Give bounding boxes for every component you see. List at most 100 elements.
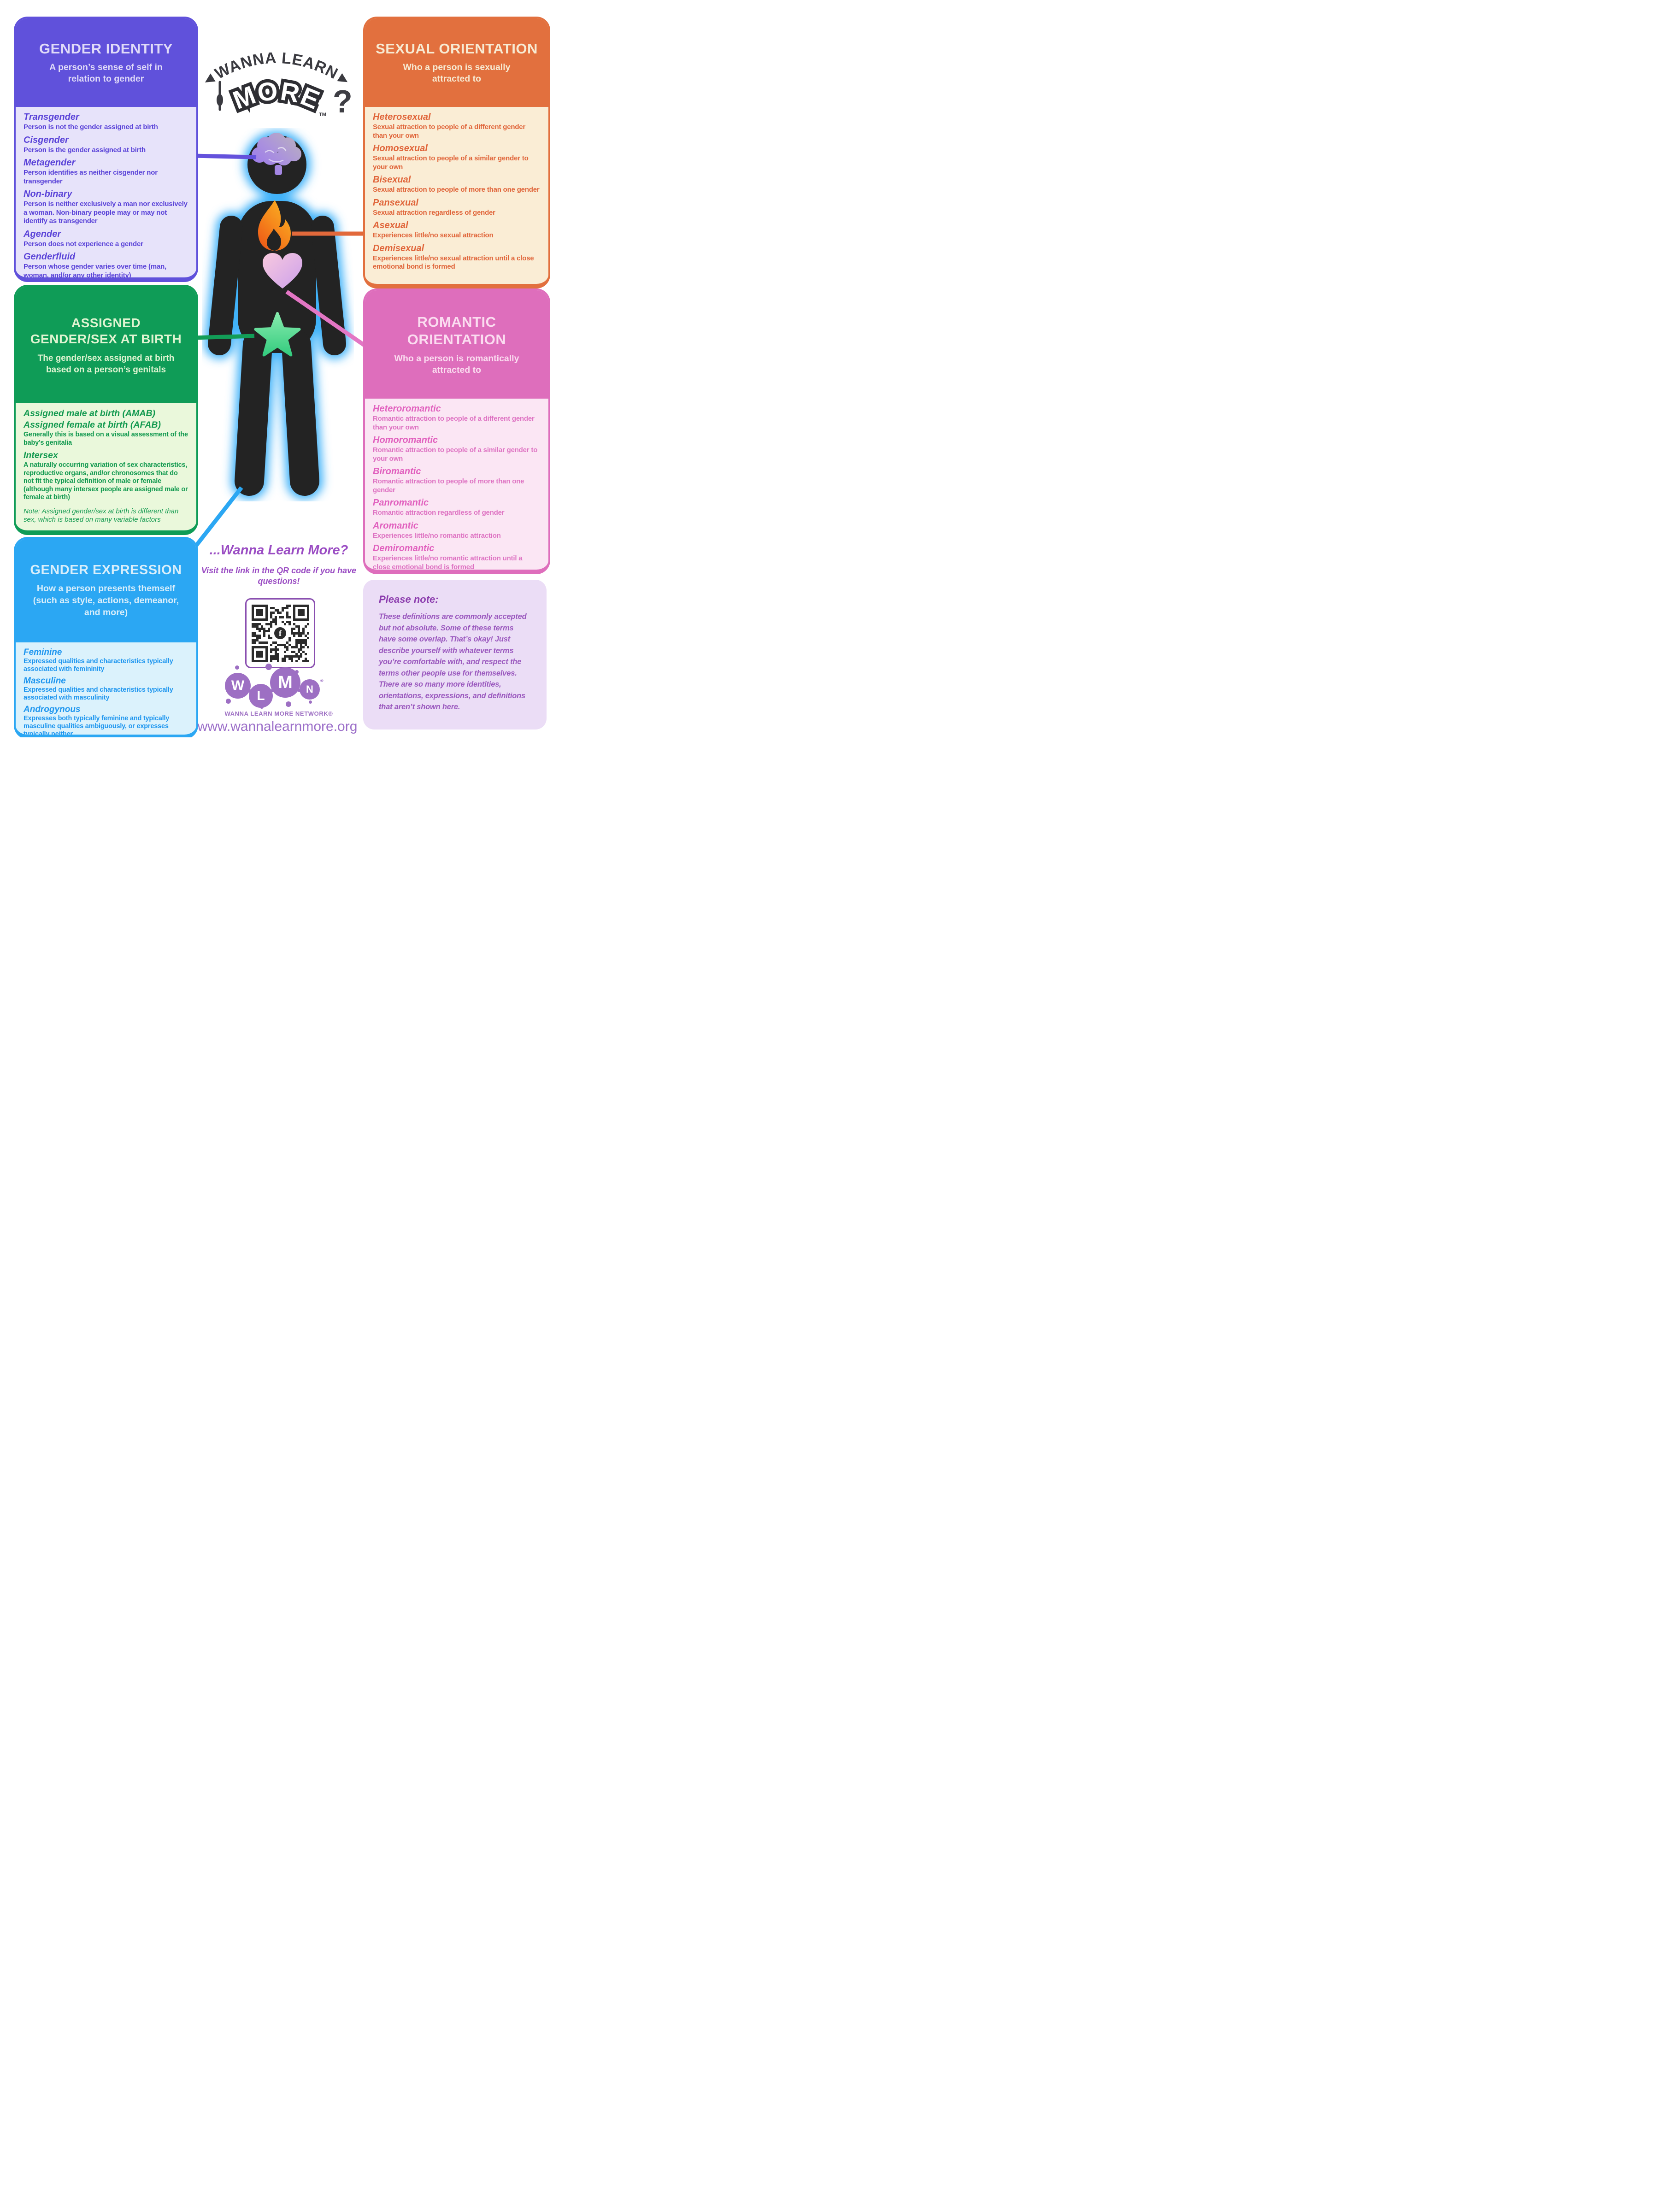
term-item: Bisexual Sexual attraction to people of …: [373, 174, 541, 194]
term-item: Genderfluid Person whose gender varies o…: [24, 251, 188, 277]
term-item: Agender Person does not experience a gen…: [24, 229, 188, 249]
term-name: Heterosexual: [373, 112, 431, 122]
term-definition: Romantic attraction to people of more th…: [373, 477, 524, 494]
term-name: Metagender: [24, 158, 76, 168]
term-name: Homosexual: [373, 143, 428, 153]
term-definition: Sexual attraction to people of a similar…: [373, 154, 529, 171]
term-name: Panromantic: [373, 498, 429, 508]
term-item: Assigned male at birth (AMAB) Assigned f…: [24, 408, 188, 447]
term-name: Genderfluid: [24, 252, 76, 262]
term-name: Cisgender: [24, 135, 69, 145]
qr-modules: [251, 604, 309, 662]
gender-expression-box: GENDER EXPRESSION How a person presents …: [14, 537, 198, 737]
box-subtitle: How a person presents themself (such as …: [33, 583, 179, 618]
please-note-box: Please note: These definitions are commo…: [363, 580, 547, 729]
network-name: WANNA LEARN MORE NETWORK®: [224, 710, 333, 717]
term-definition: Expresses both typically feminine and ty…: [24, 715, 170, 737]
please-note-body: These definitions are commonly accepted …: [379, 612, 527, 711]
question-mark: ?: [333, 83, 353, 119]
brain-icon: [252, 133, 301, 175]
box-subtitle: A person’s sense of self in relation to …: [49, 62, 163, 84]
term-item: Demisexual Experiences little/no sexual …: [373, 243, 541, 271]
term-name: Transgender: [24, 112, 79, 122]
logo-letter-l: L: [249, 684, 273, 708]
term-definition: Person is not the gender assigned at bir…: [24, 123, 158, 131]
box-title-line2: ORIENTATION: [407, 331, 506, 347]
term-definition: A naturally occurring variation of sex c…: [24, 461, 188, 501]
term-definition: Expressed qualities and characteristics …: [24, 686, 173, 701]
term-definition: Person does not experience a gender: [24, 240, 143, 248]
term-definition: Person is the gender assigned at birth: [24, 146, 146, 154]
gender-expression-header: GENDER EXPRESSION How a person presents …: [16, 539, 196, 642]
registered-mark: ®: [320, 678, 324, 683]
logo-dot: [226, 699, 231, 704]
box-subtitle: Who a person is romantically attracted t…: [394, 353, 519, 375]
term-item: Heteroromantic Romantic attraction to pe…: [373, 403, 541, 432]
person-silhouette-figure: [204, 131, 350, 500]
logo-dot: [295, 670, 299, 674]
term-definition: Sexual attraction to people of more than…: [373, 186, 540, 194]
logo-letter-w: W: [225, 673, 251, 699]
flame-icon: [258, 200, 291, 251]
term-definition: Romantic attraction to people of a diffe…: [373, 415, 535, 431]
please-note-title: Please note:: [379, 594, 439, 605]
term-item: Non-binary Person is neither exclusively…: [24, 188, 188, 226]
logo-dot: [286, 701, 291, 707]
term-item: Asexual Experiences little/no sexual att…: [373, 220, 541, 240]
term-item: Homoromantic Romantic attraction to peop…: [373, 435, 541, 463]
term-definition: Person is neither exclusively a man nor …: [24, 200, 188, 225]
term-item: Biromantic Romantic attraction to people…: [373, 466, 541, 494]
box-title-line2: GENDER/SEX AT BIRTH: [30, 331, 182, 346]
term-name: Pansexual: [373, 197, 418, 208]
wanna-learn-more-logo: ◄WANNA LEARN► MORE TM ?: [198, 49, 355, 119]
term-name: Heteroromantic: [373, 404, 441, 414]
term-definition: Romantic attraction regardless of gender: [373, 509, 505, 517]
cta-heading: ...Wanna Learn More?: [209, 543, 348, 558]
cta-subheading: Visit the link in the QR code if you hav…: [201, 566, 357, 586]
term-name: Agender: [24, 229, 61, 239]
term-definition: Experiences little/no romantic attractio…: [373, 554, 523, 571]
term-definition: Expressed qualities and characteristics …: [24, 658, 173, 673]
assigned-gender-header: ASSIGNED GENDER/SEX AT BIRTH The gender/…: [16, 287, 196, 403]
term-item: Intersex A naturally occurring variation…: [24, 450, 188, 502]
svg-text:MORE: MORE: [229, 76, 324, 115]
term-definition: Experiences little/no romantic attractio…: [373, 531, 501, 540]
logo-dot: [265, 664, 272, 670]
term-name: Masculine: [24, 676, 66, 686]
term-name: Non-binary: [24, 189, 72, 199]
gender-identity-box: GENDER IDENTITY A person’s sense of self…: [14, 17, 198, 282]
term-item: Pansexual Sexual attraction regardless o…: [373, 197, 541, 218]
term-item: Aromantic Experiences little/no romantic…: [373, 520, 541, 541]
term-name: Feminine: [24, 647, 62, 657]
term-name: Androgynous: [24, 705, 81, 714]
term-item: Feminine Expressed qualities and charact…: [24, 647, 188, 673]
tassel-icon: [217, 81, 223, 111]
logo-tm: TM: [319, 112, 326, 118]
term-item: Transgender Person is not the gender ass…: [24, 112, 188, 132]
heart-icon: [263, 253, 302, 288]
term-item: Metagender Person identifies as neither …: [24, 157, 188, 186]
term-name: Asexual: [373, 220, 408, 230]
term-item: Homosexual Sexual attraction to people o…: [373, 143, 541, 171]
assigned-note: Note: Assigned gender/sex at birth is di…: [24, 507, 179, 524]
logo-more-text: MORE: [226, 73, 327, 118]
term-name: Aromantic: [373, 520, 418, 531]
term-definition: Sexual attraction to people of a differe…: [373, 123, 526, 140]
term-item: Panromantic Romantic attraction regardle…: [373, 497, 541, 518]
romantic-orientation-header: ROMANTIC ORIENTATION Who a person is rom…: [365, 290, 548, 399]
logo-letter-n: N: [300, 679, 320, 700]
box-title-line1: ASSIGNED: [71, 315, 141, 330]
term-name: Demisexual: [373, 243, 424, 253]
term-item: Cisgender Person is the gender assigned …: [24, 135, 188, 155]
term-name-intersex: Intersex: [24, 450, 58, 460]
box-title: GENDER EXPRESSION: [30, 563, 182, 577]
gender-identity-header: GENDER IDENTITY A person’s sense of self…: [16, 18, 196, 107]
box-subtitle: Who a person is sexually attracted to: [403, 62, 511, 84]
term-definition: Person identifies as neither cisgender n…: [24, 169, 158, 185]
facebook-icon: f: [274, 627, 286, 639]
logo-letter-m: M: [270, 667, 300, 698]
logo-dot: [309, 700, 312, 704]
romantic-orientation-box: ROMANTIC ORIENTATION Who a person is rom…: [363, 288, 550, 574]
sexual-orientation-header: SEXUAL ORIENTATION Who a person is sexua…: [365, 18, 548, 107]
term-name-amab: Assigned male at birth (AMAB): [24, 408, 156, 418]
